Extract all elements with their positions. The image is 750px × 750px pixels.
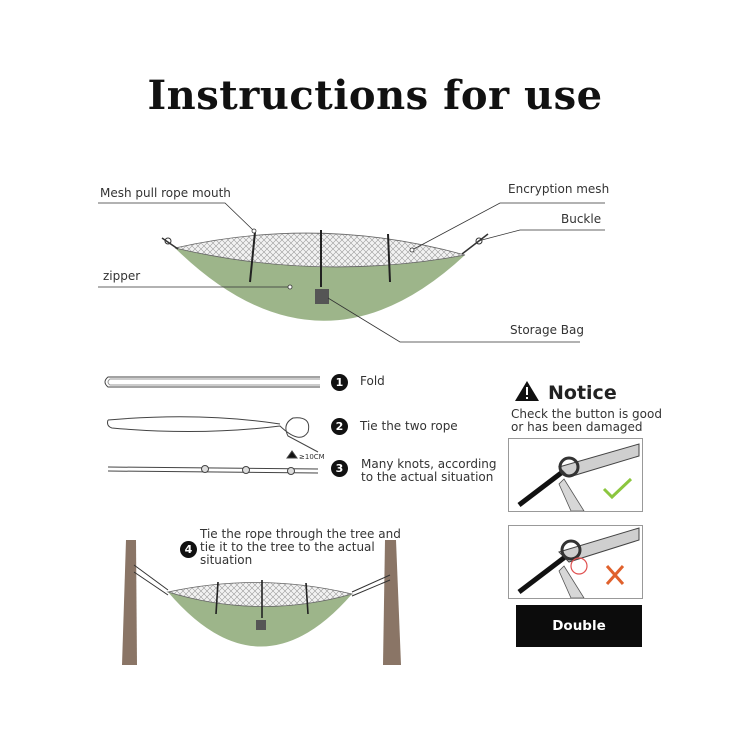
- step-4-text-line3: situation: [200, 553, 253, 567]
- label-encryption-mesh: Encryption mesh: [508, 182, 610, 196]
- step-4-number: 4: [180, 541, 197, 558]
- leader-buckle: [477, 229, 605, 242]
- leader-mesh-rope-mouth: [98, 202, 254, 231]
- tree-hammock-illustration: [122, 540, 401, 665]
- notice-line-1: Check the button is good: [511, 407, 662, 421]
- step-3-distance-note: ≥10CM: [299, 453, 325, 461]
- step-4-text-line1: Tie the rope through the tree and: [200, 527, 401, 541]
- label-zipper: zipper: [103, 269, 141, 283]
- step-3-number: 3: [331, 460, 348, 477]
- page-title: Instructions for use: [147, 72, 603, 119]
- step-2-text: Tie the two rope: [360, 419, 458, 433]
- step-4-text: Tie the rope through the tree and tie it…: [200, 528, 401, 567]
- notice-text: Check the button is good or has been dam…: [511, 408, 671, 434]
- label-buckle: Buckle: [561, 212, 602, 226]
- fold-rope-illustration: [104, 376, 320, 388]
- checkmark-icon: [602, 477, 633, 500]
- good-buckle-illustration: [517, 443, 640, 511]
- label-storage-bag: Storage Bag: [510, 323, 584, 337]
- hammock-diagram: [161, 230, 489, 321]
- step-3-text-line1: Many knots, according: [361, 457, 497, 471]
- knots-rope-illustration: [107, 450, 319, 475]
- step-4-text-line2: tie it to the tree to the actual: [200, 540, 375, 554]
- cross-icon: [605, 565, 625, 585]
- notice-good-panel: [508, 438, 643, 512]
- leader-storage-bag: [327, 297, 580, 343]
- step-1-text: Fold: [360, 374, 385, 388]
- notice-line-2: or has been damaged: [511, 420, 643, 434]
- warning-icon: [515, 381, 539, 401]
- notice-bad-panel: [508, 525, 643, 599]
- tie-rope-illustration: [107, 416, 319, 453]
- bad-buckle-illustration: [517, 527, 640, 598]
- leader-encryption-mesh: [411, 202, 605, 251]
- double-hammock-badge: Double Hammock: [516, 605, 642, 676]
- step-3-text: Many knots, according to the actual situ…: [361, 458, 497, 484]
- step-2-number: 2: [331, 418, 348, 435]
- label-mesh-pull-rope-mouth: Mesh pull rope mouth: [100, 186, 231, 200]
- step-1-number: 1: [331, 374, 348, 391]
- notice-title: Notice: [548, 382, 617, 404]
- step-3-text-line2: to the actual situation: [361, 470, 494, 484]
